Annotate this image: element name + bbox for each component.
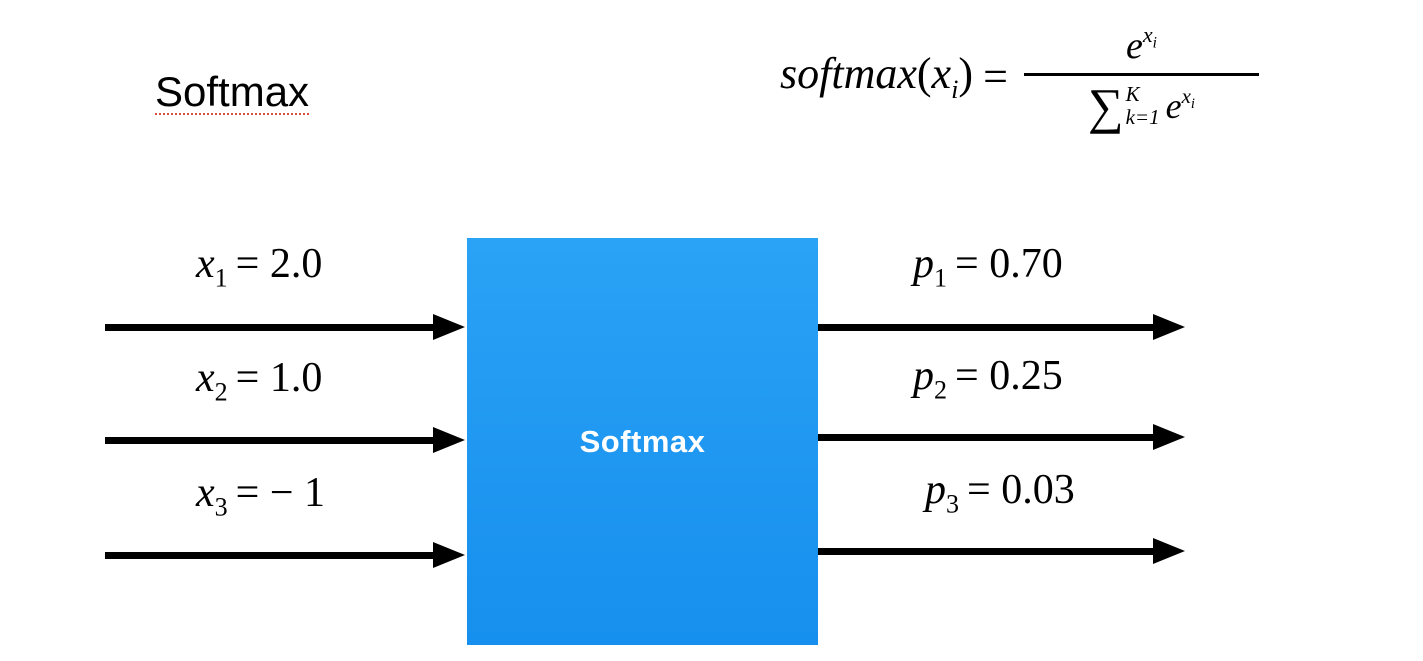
output-label-p1: p1= 0.70: [913, 240, 1063, 293]
numerator-exponent-subscript: i: [1152, 34, 1157, 52]
input-arrow-2: [105, 426, 465, 454]
denominator-exp-term: exi: [1166, 84, 1195, 127]
arrow-shaft: [818, 433, 1153, 441]
input-value-x1: = 2.0: [235, 241, 323, 287]
output-var-p3: p: [925, 467, 946, 513]
output-var-p2: p: [913, 353, 934, 399]
output-label-p2: p2= 0.25: [913, 352, 1063, 405]
formula-close-paren: ): [958, 49, 974, 99]
arrow-head-icon: [433, 542, 465, 568]
denominator-exponent-var: x: [1181, 84, 1191, 109]
input-label-x1: x1= 2.0: [196, 240, 322, 293]
sum-upper-limit: K: [1125, 81, 1140, 106]
formula-arg: x: [931, 49, 952, 99]
numerator-e: e: [1125, 24, 1143, 67]
softmax-box: Softmax: [467, 238, 818, 645]
output-arrow-1: [818, 313, 1185, 341]
input-var-x2: x: [196, 355, 215, 401]
fraction-bar: [1023, 72, 1259, 76]
output-sub-p2: 2: [934, 375, 948, 405]
denominator-exponent-subscript: i: [1190, 96, 1195, 113]
numerator-exponent-var: x: [1142, 22, 1153, 47]
output-arrow-3: [818, 537, 1185, 565]
arrow-shaft: [105, 436, 433, 444]
output-sub-p1: 1: [934, 263, 948, 293]
input-arrow-3: [105, 541, 465, 569]
arrow-head-icon: [1153, 424, 1185, 450]
formula-equals-sign: =: [983, 51, 1008, 101]
page-title: Softmax: [155, 68, 310, 115]
arrow-head-icon: [1153, 314, 1185, 340]
input-sub-x3: 3: [214, 492, 228, 522]
input-label-x2: x2= 1.0: [196, 354, 322, 407]
input-var-x1: x: [196, 241, 215, 287]
denominator-exponent: xi: [1181, 84, 1195, 112]
arrow-head-icon: [433, 314, 465, 340]
output-value-p3: = 0.03: [967, 467, 1075, 513]
softmax-box-label: Softmax: [579, 423, 706, 459]
sum-lower-limit: k=1: [1125, 104, 1160, 129]
output-sub-p3: 3: [946, 489, 960, 519]
output-value-p2: = 0.25: [955, 353, 1063, 399]
formula-open-paren: (: [916, 49, 932, 99]
arrow-head-icon: [1153, 538, 1185, 564]
input-value-x2: = 1.0: [235, 355, 323, 401]
formula-arg-subscript: i: [951, 73, 959, 104]
input-var-x3: x: [196, 470, 215, 516]
formula-func-name: softmax: [780, 49, 917, 99]
arrow-shaft: [818, 547, 1153, 555]
sum-symbol: ∑: [1087, 77, 1124, 134]
output-var-p1: p: [913, 241, 934, 287]
formula-lhs: softmax(xi): [780, 48, 973, 105]
output-value-p1: = 0.70: [955, 241, 1063, 287]
output-label-p3: p3= 0.03: [925, 466, 1075, 519]
input-label-x3: x3= − 1: [196, 469, 325, 522]
input-arrow-1: [105, 313, 465, 341]
arrow-head-icon: [433, 427, 465, 453]
output-arrow-2: [818, 423, 1185, 451]
numerator-exponent: xi: [1142, 22, 1157, 51]
arrow-shaft: [105, 551, 433, 559]
arrow-shaft: [818, 323, 1153, 331]
input-sub-x2: 2: [214, 377, 228, 407]
fraction-numerator: exi: [1126, 22, 1157, 70]
denominator-e: e: [1165, 86, 1182, 127]
input-sub-x1: 1: [214, 263, 228, 293]
arrow-shaft: [105, 323, 433, 331]
input-value-x3: = − 1: [235, 470, 326, 516]
